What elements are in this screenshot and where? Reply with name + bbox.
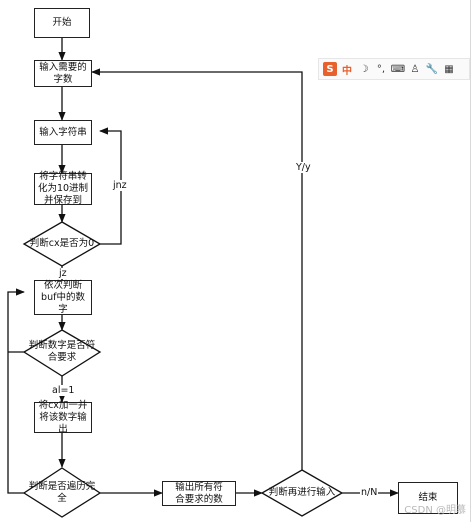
node-start: 开始 xyxy=(34,8,90,38)
node-check-buf-line1: 依次判断 xyxy=(43,279,82,291)
punctuation-icon[interactable]: °, xyxy=(376,63,386,75)
edge-label-al1: al=1 xyxy=(51,385,76,396)
decision-check-all xyxy=(22,467,102,518)
node-check-match-line1: 判断数字是否符 xyxy=(28,340,96,351)
node-add-cx-line1: 将cx加一并 xyxy=(38,399,88,411)
node-output-all: 输出所有符 合要求的数 xyxy=(162,481,236,506)
node-ask-again-label: 判断再进行输入 xyxy=(268,487,336,498)
node-input-count: 输入需要的 字数 xyxy=(34,60,92,87)
user-icon[interactable]: ♙ xyxy=(410,63,420,75)
grid-icon[interactable]: ▦ xyxy=(444,63,454,75)
node-output-all-line2: 合要求的数 xyxy=(175,493,223,505)
page-border xyxy=(470,0,471,522)
keyboard-icon[interactable]: ⌨ xyxy=(390,63,406,75)
node-add-cx: 将cx加一并 将该数字输 出 xyxy=(34,399,92,435)
node-input-string-label: 输入字符串 xyxy=(39,126,87,138)
node-convert-line2: 化为10进制 xyxy=(37,183,89,194)
node-check-all-line2: 全 xyxy=(57,493,67,504)
node-check-buf: 依次判断 buf中的数 字 xyxy=(34,280,92,315)
node-check-buf-line3: 字 xyxy=(58,303,68,315)
node-check-all-label-box: 判断是否遍历完 全 xyxy=(24,481,100,505)
node-check-buf-line2: buf中的数 xyxy=(41,291,85,303)
node-check-match-line2: 合要求 xyxy=(47,352,77,363)
sogou-logo-icon[interactable]: S xyxy=(323,62,337,76)
node-end-label: 结束 xyxy=(418,492,438,503)
node-convert-line3: 并保存到 xyxy=(43,195,82,206)
node-check-cx-label-box: 判断cx是否为0 xyxy=(24,236,100,252)
node-add-cx-line3: 出 xyxy=(58,423,68,435)
node-convert-line1: 将字符串转 xyxy=(39,171,87,182)
node-input-count-line1: 输入需要的 xyxy=(39,61,87,73)
node-check-match-label-box: 判断数字是否符 合要求 xyxy=(24,340,100,364)
node-output-all-line1: 输出所有符 xyxy=(175,481,223,493)
edge-loop-back-to-buf xyxy=(7,288,25,494)
node-ask-again-label-box: 判断再进行输入 xyxy=(262,485,342,501)
chinese-mode-button[interactable]: 中 xyxy=(342,65,352,77)
watermark: CSDN @明慕 xyxy=(404,505,466,516)
decision-check-cx xyxy=(22,221,102,267)
node-input-string: 输入字符串 xyxy=(34,120,92,145)
node-convert: 将字符串转 化为10进制 并保存到 xyxy=(34,171,92,206)
wrench-icon[interactable]: 🔧 xyxy=(425,63,439,75)
node-check-all-line1: 判断是否遍历完 xyxy=(28,481,96,492)
node-input-count-line2: 字数 xyxy=(53,73,73,85)
ime-toolbar: S 中 ☽ °, ⌨ ♙ 🔧 ▦ xyxy=(318,58,470,80)
decision-check-match xyxy=(22,329,102,377)
edge-label-no: n/N xyxy=(360,487,379,498)
edge-label-jz: jz xyxy=(58,268,68,279)
edge-label-jnz: jnz xyxy=(112,180,128,191)
node-add-cx-line2: 将该数字输 xyxy=(39,411,87,423)
edge-yes-loop xyxy=(91,68,303,470)
node-end: 结束 xyxy=(398,482,458,514)
moon-icon[interactable]: ☽ xyxy=(359,63,369,75)
decision-ask-again xyxy=(260,469,344,517)
edge-label-yes: Y/y xyxy=(295,162,312,173)
node-check-cx-label: 判断cx是否为0 xyxy=(29,238,95,249)
node-start-label: 开始 xyxy=(52,17,72,28)
